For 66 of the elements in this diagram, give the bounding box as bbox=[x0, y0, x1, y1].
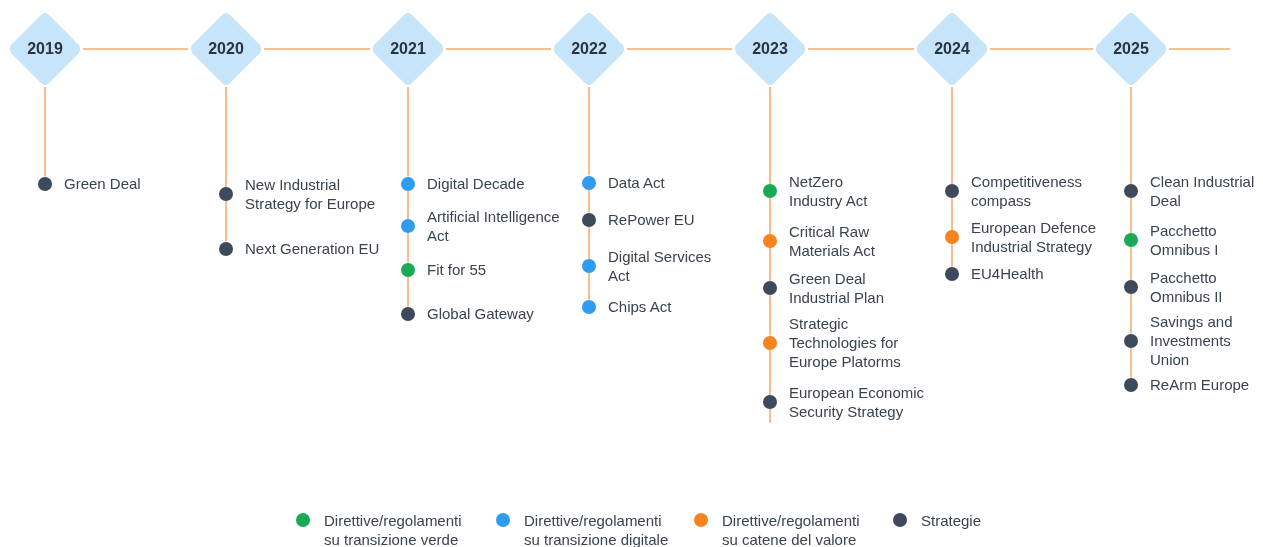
timeline-line bbox=[769, 86, 771, 185]
timeline-line bbox=[769, 197, 771, 235]
item-label: New Industrial Strategy for Europe bbox=[245, 175, 377, 213]
timeline-line bbox=[407, 275, 409, 308]
item-label: Chips Act bbox=[608, 297, 673, 316]
timeline-line bbox=[1130, 346, 1132, 379]
item-label: Data Act bbox=[608, 173, 666, 192]
timeline-line bbox=[407, 189, 409, 220]
item-label: NetZero Industry Act bbox=[789, 172, 869, 210]
item-label: Fit for 55 bbox=[427, 260, 488, 279]
timeline-line bbox=[588, 225, 590, 260]
item-label: Digital Services Act bbox=[608, 247, 713, 285]
timeline-line bbox=[445, 48, 552, 50]
timeline-line bbox=[82, 48, 189, 50]
item-label: Competitiveness compass bbox=[971, 172, 1083, 210]
item-label: Pacchetto Omnibus II bbox=[1150, 268, 1224, 306]
item-label: RePower EU bbox=[608, 210, 696, 229]
item-label: European Defence Industrial Strategy bbox=[971, 218, 1098, 256]
item-label: Green Deal Industrial Plan bbox=[789, 269, 886, 307]
year-diamond: 2019 bbox=[7, 11, 83, 87]
item-label: Savings and Investments Union bbox=[1150, 312, 1234, 369]
item-label: Green Deal bbox=[64, 174, 142, 193]
year-diamond: 2024 bbox=[914, 11, 990, 87]
timeline-line bbox=[769, 408, 771, 424]
timeline-line bbox=[407, 86, 409, 178]
timeline-line bbox=[225, 86, 227, 188]
timeline-line bbox=[225, 200, 227, 243]
item-label: Artificial Intelligence Act bbox=[427, 207, 561, 245]
timeline-line bbox=[769, 294, 771, 337]
year-diamond: 2021 bbox=[370, 11, 446, 87]
timeline-line bbox=[1130, 197, 1132, 234]
timeline-line bbox=[769, 247, 771, 282]
legend-label: Strategie bbox=[921, 511, 983, 530]
timeline-line bbox=[263, 48, 371, 50]
timeline-line bbox=[1130, 293, 1132, 335]
timeline-line bbox=[626, 48, 733, 50]
year-diamond: 2025 bbox=[1093, 11, 1169, 87]
year-diamond: 2023 bbox=[732, 11, 808, 87]
timeline-line bbox=[588, 188, 590, 214]
legend-label: Direttive/regolamenti su transizione verde bbox=[324, 511, 463, 547]
item-label: EU4Health bbox=[971, 264, 1045, 283]
timeline-line bbox=[588, 86, 590, 177]
item-label: Global Gateway bbox=[427, 304, 535, 323]
item-label: European Economic Security Strategy bbox=[789, 383, 926, 421]
timeline-line bbox=[44, 86, 46, 178]
timeline-line bbox=[989, 48, 1094, 50]
item-label: Digital Decade bbox=[427, 174, 526, 193]
timeline-line bbox=[951, 243, 953, 268]
item-label: Clean Industrial Deal bbox=[1150, 172, 1256, 210]
item-label: ReArm Europe bbox=[1150, 375, 1251, 394]
item-label: Critical Raw Materials Act bbox=[789, 222, 876, 260]
year-diamond: 2020 bbox=[188, 11, 264, 87]
timeline-line bbox=[588, 272, 590, 301]
timeline-line bbox=[1168, 48, 1231, 50]
timeline-line bbox=[1130, 86, 1132, 185]
timeline-line bbox=[769, 348, 771, 396]
timeline-line bbox=[951, 86, 953, 185]
timeline-line bbox=[951, 197, 953, 231]
timeline-line bbox=[1130, 246, 1132, 281]
timeline-line bbox=[407, 232, 409, 264]
item-label: Pacchetto Omnibus I bbox=[1150, 221, 1220, 259]
item-label: Strategic Technologies for Europe Platorms bbox=[789, 314, 902, 371]
legend-label: Direttive/regolamenti su catene del valore bbox=[722, 511, 861, 547]
year-diamond: 2022 bbox=[551, 11, 627, 87]
item-label: Next Generation EU bbox=[245, 239, 381, 258]
timeline-line bbox=[807, 48, 915, 50]
